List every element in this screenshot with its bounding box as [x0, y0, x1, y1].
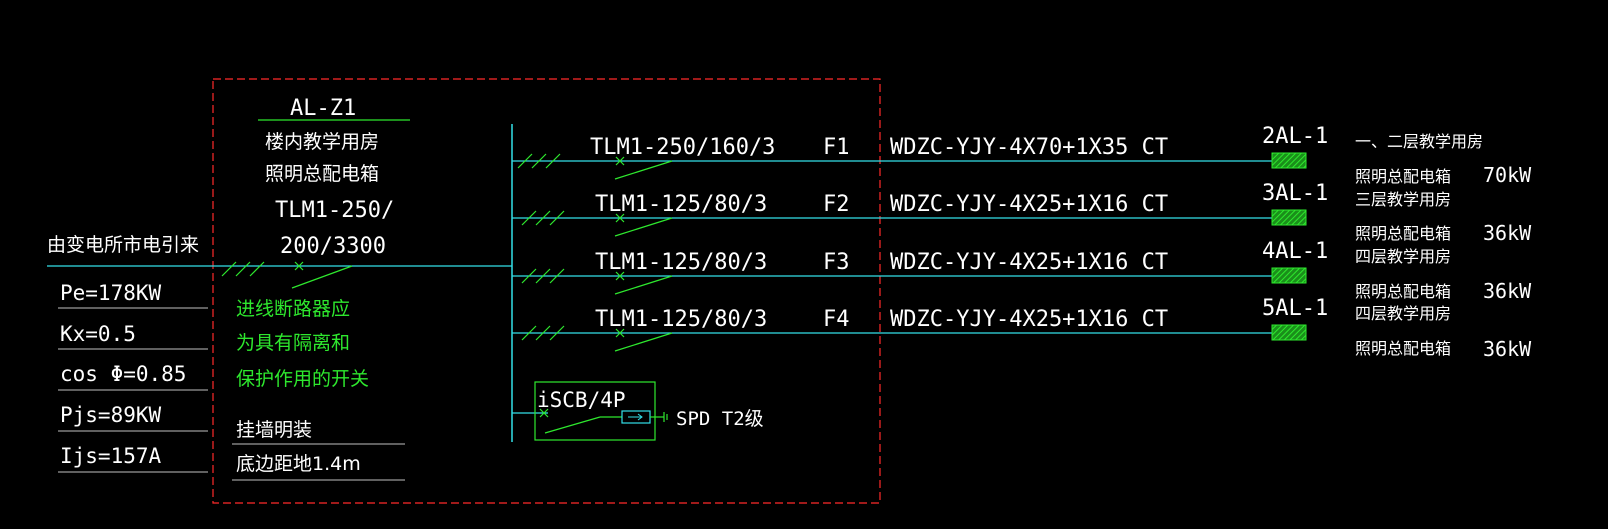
param-cos: cos Φ=0.85 — [60, 362, 186, 386]
feeder-f2-desc-a: 三层教学用房 — [1355, 190, 1451, 209]
feeder-f2-cable: WDZC-YJY-4X25+1X16 CT — [890, 192, 1168, 217]
panel-enclosure — [212, 78, 881, 504]
feeder-f4-id: F4 — [823, 307, 850, 332]
feeder-f4-panel-box — [1271, 324, 1307, 341]
feeder-f4-power: 36kW — [1483, 337, 1532, 361]
feeder-f4-desc-a: 四层教学用房 — [1355, 304, 1451, 323]
panel-name: AL-Z1 — [290, 96, 356, 121]
spd-label: SPD T2级 — [676, 408, 764, 430]
feeder-f2-desc-b: 照明总配电箱 — [1355, 224, 1451, 243]
spd-breaker-box — [534, 381, 656, 441]
breaker-note-line1: 进线断路器应 — [236, 298, 350, 320]
feeder-f4-target: 5AL-1 — [1262, 296, 1328, 321]
feeder-f1-panel-box — [1271, 152, 1307, 169]
feeder-f4-breaker: TLM1-125/80/3 — [595, 307, 767, 332]
feeder-f2-power: 36kW — [1483, 221, 1532, 245]
feeder-f4-cable: WDZC-YJY-4X25+1X16 CT — [890, 307, 1168, 332]
param-ijs: Ijs=157A — [60, 444, 162, 468]
feeder-f1-desc-a: 一、二层教学用房 — [1355, 132, 1483, 151]
feeder-f1-cable: WDZC-YJY-4X70+1X35 CT — [890, 135, 1168, 160]
feeder-f1-breaker: TLM1-250/160/3 — [590, 135, 775, 160]
install-note-line2: 底边距地1.4m — [236, 453, 361, 475]
feeder-f2: TLM1-125/80/3 F2 WDZC-YJY-4X25+1X16 CT 3… — [512, 181, 1532, 245]
install-note-line1: 挂墙明装 — [236, 419, 312, 441]
feeder-f3-target: 4AL-1 — [1262, 239, 1328, 264]
panel-breaker-line2: 200/3300 — [280, 234, 386, 259]
feeder-f3: TLM1-125/80/3 F3 WDZC-YJY-4X25+1X16 CT 4… — [512, 239, 1532, 303]
param-pjs: Pjs=89KW — [60, 403, 162, 427]
param-kx: Kx=0.5 — [60, 322, 136, 346]
parameter-table: Pe=178KW Kx=0.5 cos Φ=0.85 Pjs=89KW Ijs=… — [58, 281, 208, 473]
panel-desc-line1: 楼内教学用房 — [265, 131, 379, 153]
feeder-f3-cable: WDZC-YJY-4X25+1X16 CT — [890, 250, 1168, 275]
incoming-source-label: 由变电所市电引来 — [47, 234, 199, 256]
feeder-f4-desc-b: 照明总配电箱 — [1355, 339, 1451, 358]
main-breaker-symbol — [221, 261, 353, 289]
feeder-f2-breaker: TLM1-125/80/3 — [595, 192, 767, 217]
feeder-f3-power: 36kW — [1483, 279, 1532, 303]
spd-breaker-label: iSCB/4P — [537, 388, 626, 412]
spd-branch: iSCB/4P SPD T2级 — [512, 381, 764, 441]
feeder-f3-desc-a: 四层教学用房 — [1355, 247, 1451, 266]
panel-breaker-line1: TLM1-250/ — [275, 198, 394, 223]
feeder-f3-desc-b: 照明总配电箱 — [1355, 282, 1451, 301]
feeder-f3-breaker: TLM1-125/80/3 — [595, 250, 767, 275]
feeder-f3-id: F3 — [823, 250, 850, 275]
panel-desc-line2: 照明总配电箱 — [265, 163, 379, 185]
breaker-note-line2: 为具有隔离和 — [236, 332, 350, 354]
feeder-f3-panel-box — [1271, 267, 1307, 284]
feeder-f4: TLM1-125/80/3 F4 WDZC-YJY-4X25+1X16 CT 5… — [512, 296, 1532, 361]
feeder-f1-power: 70kW — [1483, 163, 1532, 187]
feeder-f2-id: F2 — [823, 192, 850, 217]
feeder-f1: TLM1-250/160/3 F1 WDZC-YJY-4X70+1X35 CT … — [512, 124, 1532, 187]
feeder-f1-desc-b: 照明总配电箱 — [1355, 167, 1451, 186]
feeder-f2-target: 3AL-1 — [1262, 181, 1328, 206]
param-pe: Pe=178KW — [60, 281, 162, 305]
feeder-f2-panel-box — [1271, 209, 1307, 226]
breaker-note-line3: 保护作用的开关 — [236, 368, 369, 390]
feeder-f1-id: F1 — [823, 135, 850, 160]
feeder-f1-target: 2AL-1 — [1262, 124, 1328, 149]
